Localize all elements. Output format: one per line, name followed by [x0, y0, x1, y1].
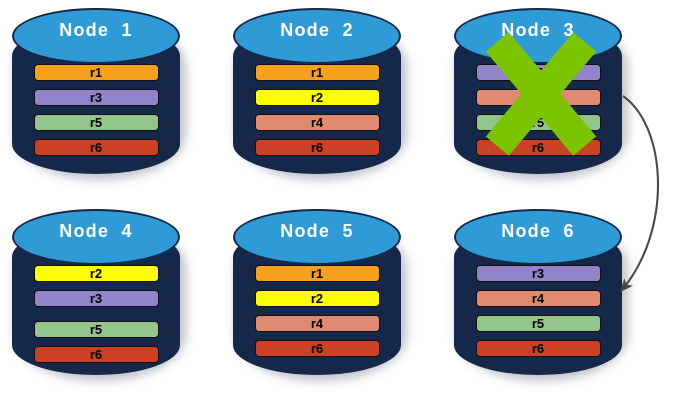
shard-bar[interactable]: r2: [33, 265, 159, 282]
shard-bar[interactable]: r5: [475, 114, 601, 131]
node-6-shard-list: r3 r4 r5 r6: [454, 265, 622, 365]
shard-bar[interactable]: r5: [475, 315, 601, 332]
node-1-shard-list: r1 r3 r5 r6: [12, 64, 180, 164]
cylinder-top-disc: [12, 209, 180, 265]
shard-bar[interactable]: r1: [33, 64, 159, 81]
node-2-title: Node 2: [280, 20, 354, 40]
shard-bar[interactable]: r6: [475, 139, 601, 156]
node-3[interactable]: Node 3 r3 r4 r5 r6: [448, 6, 634, 182]
shard-bar[interactable]: r2: [254, 89, 380, 106]
shard-bar[interactable]: r2: [254, 290, 380, 307]
node-4[interactable]: Node 4 r2 r3 r5 r6: [6, 207, 192, 383]
node-2[interactable]: Node 2 r1 r2 r4 r6: [227, 6, 413, 182]
shard-bar[interactable]: r3: [33, 89, 159, 106]
node-5-shard-list: r1 r2 r4 r6: [233, 265, 401, 365]
cylinder-top-disc: [233, 8, 401, 64]
shard-bar[interactable]: r4: [475, 89, 601, 106]
shard-bar[interactable]: r4: [475, 290, 601, 307]
node-1[interactable]: Node 1 r1 r3 r5 r6: [6, 6, 192, 182]
node-5[interactable]: Node 5 r1 r2 r4 r6: [227, 207, 413, 383]
shard-bar[interactable]: r6: [33, 346, 159, 363]
shard-bar[interactable]: r5: [33, 114, 159, 131]
node-2-shard-list: r1 r2 r4 r6: [233, 64, 401, 164]
shard-bar[interactable]: r6: [254, 340, 380, 357]
node-1-title: Node 1: [59, 20, 133, 40]
cylinder-top-disc: [233, 209, 401, 265]
shard-bar[interactable]: r6: [475, 340, 601, 357]
node-6[interactable]: Node 6 r3 r4 r5 r6: [448, 207, 634, 383]
node-3-shard-list: r3 r4 r5 r6: [454, 64, 622, 164]
shard-bar[interactable]: r3: [475, 64, 601, 81]
shard-bar[interactable]: r4: [254, 315, 380, 332]
shard-bar[interactable]: r3: [33, 290, 159, 307]
node-5-title: Node 5: [280, 221, 354, 241]
shard-bar[interactable]: r1: [254, 265, 380, 282]
cylinder-top-disc: [454, 209, 622, 265]
node-6-title: Node 6: [501, 221, 575, 241]
node-4-shard-list: r2 r3 r5 r6: [12, 265, 180, 371]
shard-bar[interactable]: r4: [254, 114, 380, 131]
node-3-title: Node 3: [501, 20, 575, 40]
shard-bar[interactable]: r6: [33, 139, 159, 156]
shard-bar[interactable]: r6: [254, 139, 380, 156]
shard-bar[interactable]: r5: [33, 321, 159, 338]
shard-bar[interactable]: r3: [475, 265, 601, 282]
cylinder-top-disc: [12, 8, 180, 64]
node-4-title: Node 4: [59, 221, 133, 241]
shard-bar[interactable]: r1: [254, 64, 380, 81]
